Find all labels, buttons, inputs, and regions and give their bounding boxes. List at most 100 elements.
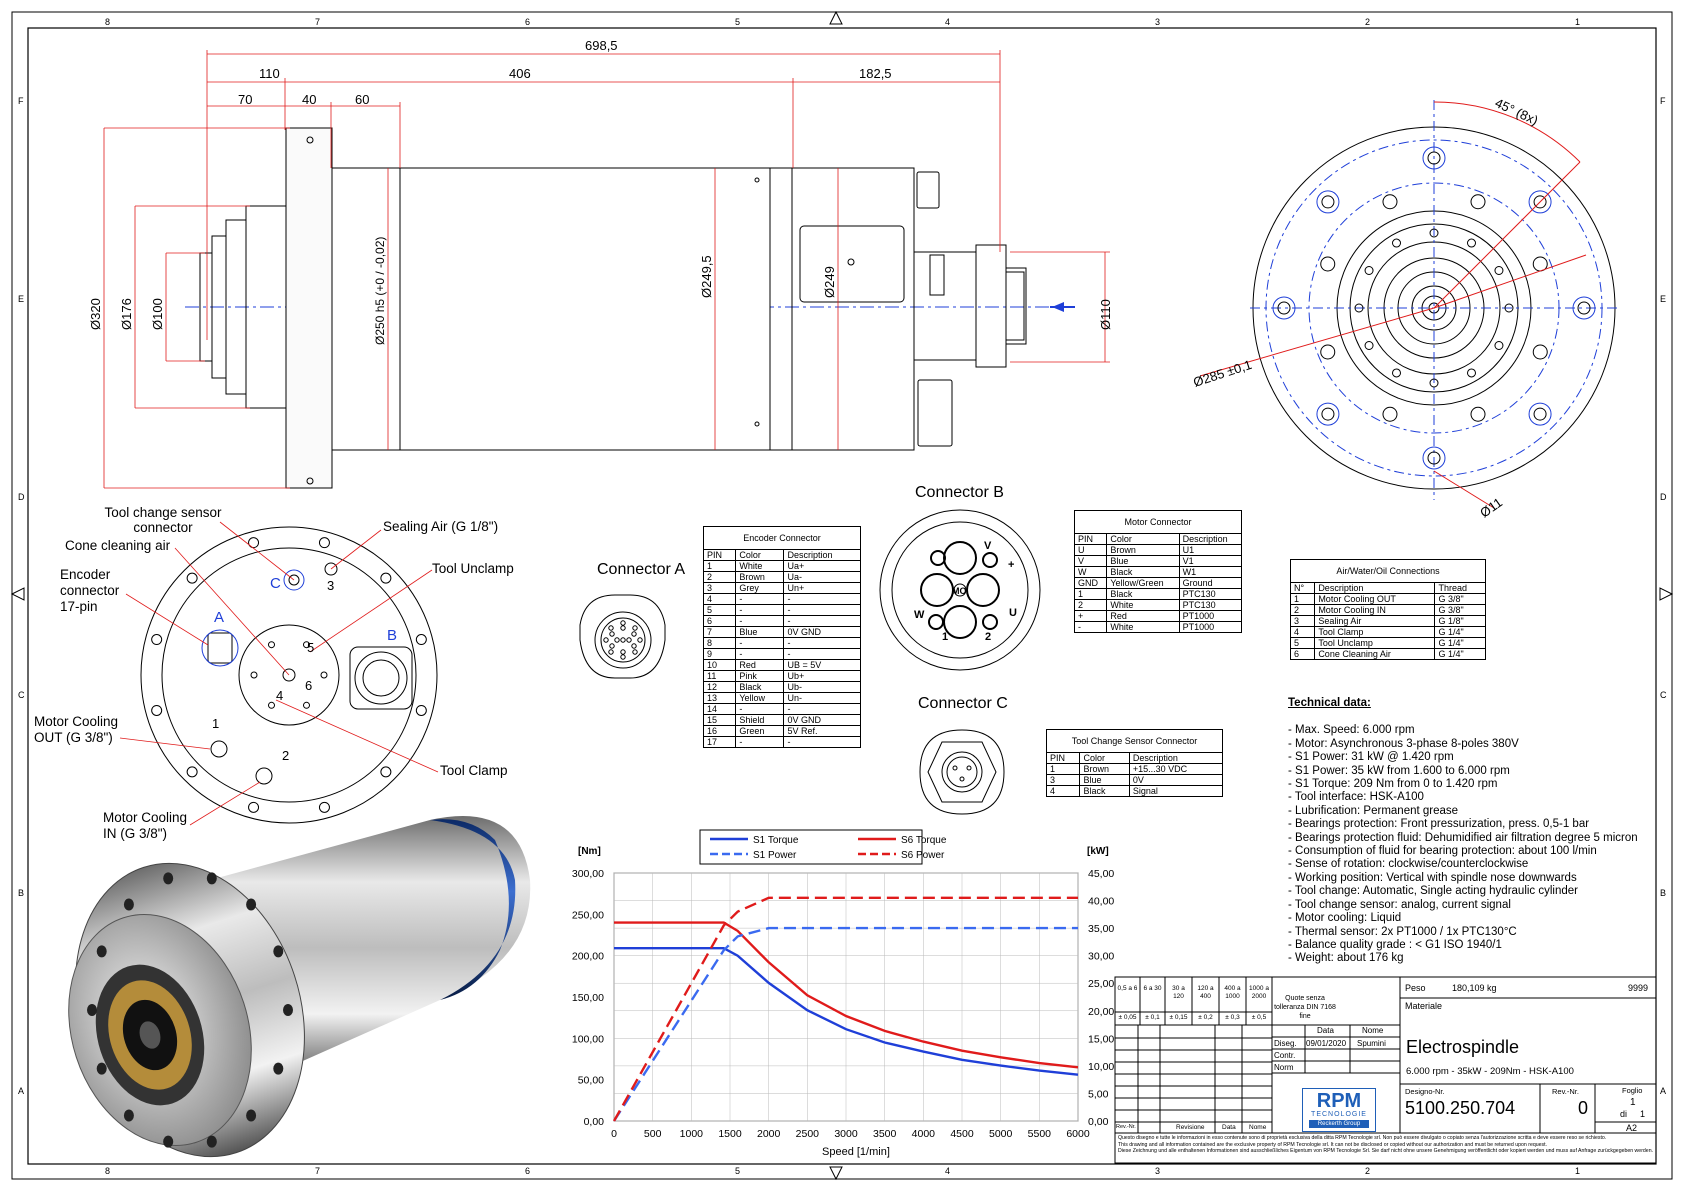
dim-406: 406 (509, 66, 531, 81)
letter-c: C (270, 575, 281, 592)
zone-top-7: 7 (315, 17, 320, 27)
zone-bottom-5: 5 (735, 1166, 740, 1176)
air-table-title: Air/Water/Oil Connections (1290, 559, 1486, 582)
dim-70: 70 (238, 92, 252, 107)
label-motor-cooling-in: Motor Cooling IN (G 3/8") (103, 810, 188, 841)
di-label: di (1620, 1109, 1628, 1119)
y-left-tick-label: 300,00 (572, 868, 604, 880)
drawing-no: 5100.250.704 (1405, 1098, 1516, 1118)
nome-label: Nome (1362, 1026, 1384, 1035)
svg-text:1: 1 (212, 716, 219, 731)
y-right-tick-label: 0,00 (1088, 1116, 1109, 1128)
zone-right-C: C (1660, 690, 1667, 700)
technical-line: - Working position: Vertical with spindl… (1288, 871, 1577, 884)
dim-angle: 45° (8x) (1493, 95, 1541, 128)
zone-bottom-8: 8 (105, 1166, 110, 1176)
rev-value: 0 (1578, 1098, 1589, 1118)
zone-right-D: D (1660, 492, 1667, 502)
center-mark-right (1659, 587, 1674, 601)
connector-c-drawing (919, 729, 1005, 815)
logo-main: RPM (1316, 1090, 1362, 1112)
zone-top-4: 4 (945, 17, 950, 27)
connector-c-label: Connector C (918, 695, 1008, 712)
label-motor-cooling-out: Motor Cooling OUT (G 3/8") (34, 714, 119, 745)
zone-left-D: D (18, 492, 25, 502)
sheet-format: A2 (1626, 1123, 1638, 1133)
x-tick-label: 500 (644, 1128, 662, 1140)
x-tick-label: 1000 (680, 1128, 704, 1140)
technical-line: - Lubrification: Permanent grease (1288, 804, 1459, 817)
technical-header: Technical data: (1288, 697, 1371, 709)
technical-line: - Consumption of fluid for bearing prote… (1288, 845, 1597, 858)
zone-left-C: C (18, 690, 25, 700)
y-left-tick-label: 0,00 (584, 1116, 605, 1128)
dim-dia176: Ø176 (119, 298, 134, 330)
ports-bolt-holes (151, 537, 427, 813)
svg-text:3: 3 (327, 578, 334, 593)
zone-bottom-4: 4 (945, 1166, 950, 1176)
tolerance-range: 6 a 30 (1143, 985, 1162, 992)
series-s6-torque (614, 921, 1079, 1069)
technical-line: - S1 Power: 31 kW @ 1.420 rpm (1288, 751, 1454, 764)
table-row: 5-- (702, 604, 861, 616)
legend-label: S6 Power (901, 850, 945, 861)
foglio-label: Foglio (1622, 1086, 1643, 1095)
technical-line: - Weight: about 176 kg (1288, 952, 1404, 965)
peso-label: Peso (1405, 983, 1426, 993)
dim-60: 60 (355, 92, 369, 107)
zone-left-E: E (18, 294, 24, 304)
rev-label: Rev.-Nr. (1552, 1087, 1579, 1096)
materiale-label: Materiale (1405, 1001, 1443, 1011)
center-mark-left (10, 587, 25, 601)
outer-frame (11, 11, 1673, 1180)
table-row: 6-- (702, 615, 861, 627)
letter-b: B (387, 627, 397, 644)
diseg-name: Spumini (1357, 1039, 1386, 1048)
legend-label: S1 Power (753, 850, 797, 861)
zone-right-B: B (1660, 888, 1666, 898)
tolerance-range: 30 a 120 (1172, 985, 1185, 1000)
zone-right-A: A (1660, 1086, 1666, 1096)
technical-line: - Bearings protection fluid: Dehumidifie… (1288, 831, 1638, 844)
side-fittings (916, 171, 953, 447)
peso-value: 180,109 kg (1452, 983, 1497, 993)
dim-182: 182,5 (859, 66, 892, 81)
logo-group: Reckerth Group (1309, 1120, 1369, 1128)
zone-top-8: 8 (105, 17, 110, 27)
front-view (1199, 100, 1620, 509)
table-row: 14-- (702, 703, 861, 715)
zone-left-B: B (18, 888, 24, 898)
y-right-tick-label: 35,00 (1088, 923, 1114, 935)
y-right-tick-label: 20,00 (1088, 1006, 1114, 1018)
dim-dia285: Ø285 ±0,1 (1191, 357, 1253, 390)
ports-numbers: 1 2 3 4 5 6 A B C (212, 575, 397, 763)
svg-text:2: 2 (985, 631, 991, 643)
connector-b-label: Connector B (915, 484, 1004, 501)
technical-line: - Tool interface: HSK-A100 (1288, 791, 1424, 804)
dim-dia320: Ø320 (88, 298, 103, 330)
technical-line: - Tool change: Automatic, Single acting … (1288, 885, 1579, 898)
y-left-tick-label: 50,00 (578, 1075, 604, 1087)
x-tick-label: 4000 (912, 1128, 936, 1140)
tolerance-range: 120 a 400 (1197, 985, 1214, 1000)
chart-ylabel-left: [Nm] (578, 846, 601, 857)
x-tick-label: 3000 (834, 1128, 858, 1140)
technical-line: - Thermal sensor: 2x PT1000 / 1x PTC130°… (1288, 925, 1517, 938)
